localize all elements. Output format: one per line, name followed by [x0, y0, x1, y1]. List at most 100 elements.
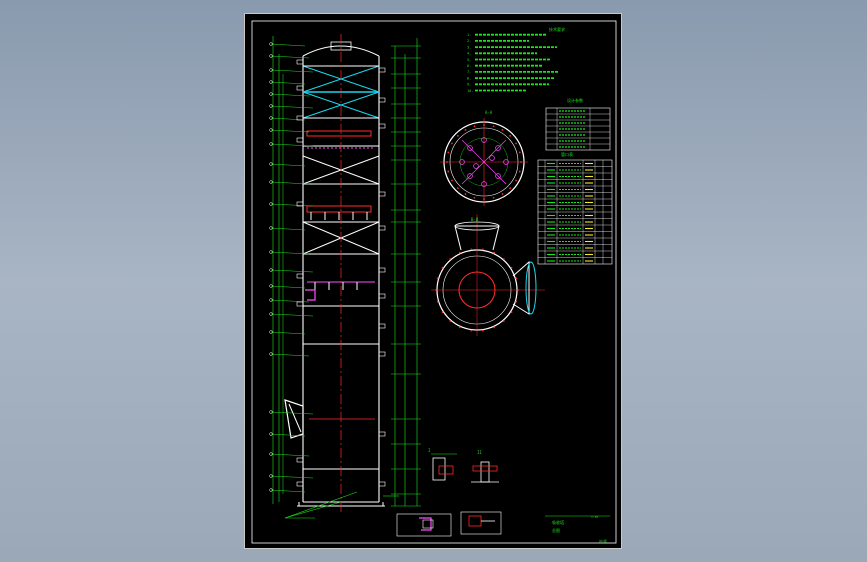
shell-bolt — [459, 251, 461, 254]
right-dimensions — [391, 38, 421, 507]
gas-inlet-nozzle — [284, 399, 304, 439]
flange-bolt — [520, 161, 522, 163]
shell-bolt — [515, 277, 518, 280]
flange-bolt — [446, 161, 448, 163]
shell-bolt — [436, 300, 439, 303]
shell-nozzle-right — [378, 293, 386, 299]
leader-line — [270, 411, 314, 415]
shell-bolt — [515, 300, 518, 303]
leader-balloon — [269, 180, 273, 184]
leader-line — [270, 331, 306, 335]
leader-line — [270, 105, 314, 109]
title-scale: 1:50 — [591, 515, 598, 519]
leader-line — [270, 251, 310, 255]
leader-line — [270, 489, 306, 493]
plate-hole — [503, 159, 509, 165]
leader-line — [270, 117, 306, 121]
leader-line — [270, 269, 314, 273]
flange-bolt — [492, 196, 495, 199]
section-aa-label: A-A — [485, 110, 493, 115]
tower-elevation — [284, 34, 385, 512]
shell-bolt — [502, 258, 505, 260]
leader-balloon — [269, 68, 273, 72]
title-block: 吸收塔 总图 1:50 共1张 — [545, 515, 610, 543]
flange-bolt — [473, 125, 476, 128]
leader-balloon — [269, 284, 273, 288]
leader-balloon — [269, 202, 273, 206]
leader-balloon — [269, 312, 273, 316]
leader-line — [270, 93, 310, 97]
shell-nozzle-left — [296, 85, 304, 91]
shell-bolt — [517, 289, 519, 291]
leader-balloon — [269, 250, 273, 254]
detail-1-label: I — [428, 448, 431, 453]
shell-bolt — [435, 289, 437, 291]
leader-balloon — [269, 54, 273, 58]
flange-bolt — [515, 179, 517, 182]
leader-line — [270, 129, 310, 133]
plate-hole — [481, 181, 487, 187]
note-line: 9. — [467, 83, 471, 87]
leader-balloon — [269, 162, 273, 166]
flange-bolt — [501, 193, 504, 195]
flange-bolt — [492, 125, 495, 128]
flange-bolt — [456, 134, 459, 137]
drawing-canvas: 技术要求 1. 2. 3. 4. 5. 6. 7. 8. 9. 10. A-A … — [251, 20, 617, 544]
leader-line — [270, 285, 306, 289]
shell-bolt — [441, 311, 444, 314]
leader-balloon — [269, 142, 273, 146]
shell-bolt — [481, 329, 484, 332]
shell-nozzle-right — [378, 267, 386, 273]
shell-nozzle-right — [378, 225, 386, 231]
shell-nozzle-right — [378, 481, 386, 487]
notes-title: 技术要求 — [549, 26, 565, 32]
flange-bolt — [451, 142, 453, 145]
shell-bolt — [510, 311, 513, 314]
flange-bolt — [509, 134, 512, 137]
leader-line — [270, 203, 314, 207]
leader-balloon — [269, 488, 273, 492]
shell-bolt — [459, 326, 461, 329]
leader-line — [270, 227, 306, 231]
plate-hole — [495, 145, 501, 151]
shell-nozzle-left — [296, 137, 304, 143]
leader-line — [270, 313, 314, 317]
distributor-2 — [306, 205, 372, 220]
flange-bolt — [518, 170, 521, 173]
shell-nozzle-left — [296, 115, 304, 121]
shell-nozzle-right — [378, 123, 386, 129]
shell-bolt — [441, 266, 444, 269]
technical-notes: 技术要求 1. 2. 3. 4. 5. 6. 7. 8. 9. 10. — [467, 26, 565, 93]
shell-nozzle-left — [296, 301, 304, 307]
shell-nozzle-left — [296, 59, 304, 65]
leader-line — [270, 163, 306, 167]
leader-line — [270, 181, 310, 185]
flange-bolt — [509, 187, 512, 190]
flange-bolt — [451, 179, 453, 182]
note-line: 3. — [467, 45, 471, 49]
flange-bolt — [473, 196, 476, 199]
shell-nozzle-left — [296, 481, 304, 487]
leader-line — [270, 433, 306, 437]
leader-balloon — [269, 298, 273, 302]
detail-view-1: I — [428, 448, 457, 481]
title-drawing-no: 总图 — [552, 527, 560, 533]
plate-hole — [489, 155, 495, 161]
detail-view-3 — [396, 513, 452, 537]
note-line: 8. — [467, 76, 471, 80]
plate-hole — [459, 159, 465, 165]
note-line: 10. — [467, 89, 474, 93]
shell-bolt — [481, 248, 484, 251]
flange-bolt — [456, 187, 459, 190]
leader-balloon — [269, 116, 273, 120]
plate-hole — [467, 173, 473, 179]
shell-nozzle-right — [378, 97, 386, 103]
shell-nozzle-right — [378, 431, 386, 437]
flange-bolt — [483, 198, 485, 200]
leader-line — [270, 143, 314, 147]
bom-table-title: 管口表 — [561, 151, 573, 157]
shell-nozzle-right — [378, 323, 386, 329]
note-line: 4. — [467, 52, 471, 56]
shell-bolt — [449, 320, 452, 322]
plate-hole — [481, 137, 487, 143]
